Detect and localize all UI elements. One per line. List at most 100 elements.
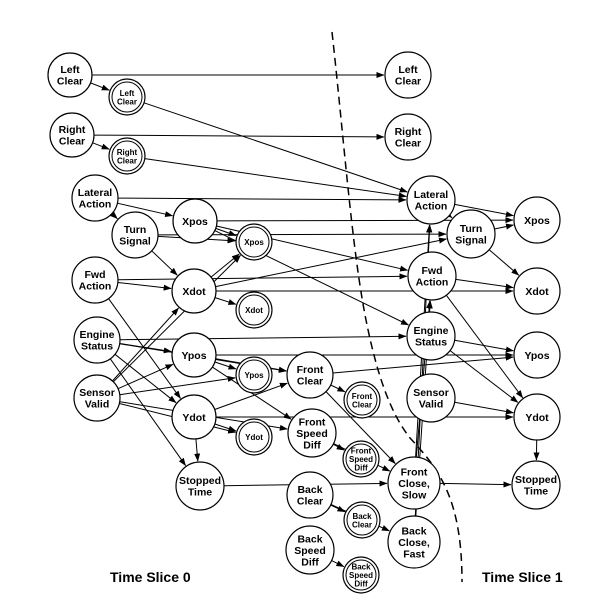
edge-front-close-slow-1-to-stopped-time-1 [439,481,512,488]
edge-ydot-0-to-stopped-time-0 [194,438,201,462]
node-ypos-obs-label: Ypos [244,371,264,380]
edge-fwd-action-1-to-ydot-1 [445,294,524,399]
node-ypos-0-label: Ypos [181,350,206,362]
edge-turn-signal-0-to-xdot-0 [151,250,178,276]
node-xpos-1-label: Xpos [524,215,550,227]
node-xdot-1: Xdot [513,267,561,315]
edge-xdot-0-to-turn-signal-1 [215,237,447,288]
node-xpos-1: Xpos [513,196,561,244]
node-xpos-0: Xpos [172,198,218,244]
edge-sensor-valid-0-to-xpos-obs [112,255,241,383]
time-slice-0-label: Time Slice 0 [110,569,191,585]
edge-front-speed-diff-0-to-front-speed-diff-obs [332,443,345,451]
edge-sensor-valid-0-to-ypos-obs [119,375,236,396]
edge-engine-status-1-to-ypos-1 [454,339,514,353]
node-xpos-obs: Xpos [235,223,273,261]
time-slice-divider [331,31,463,583]
edge-left-clear-0-to-left-clear-obs [90,82,110,91]
node-xdot-obs-label: Xdot [245,306,263,315]
edge-sensor-valid-0-to-ypos-0 [117,363,174,390]
node-xpos-0-label: Xpos [182,216,208,228]
edge-engine-status-0-to-engine-status-1 [119,333,407,341]
node-xdot-obs: Xdot [235,291,273,329]
node-ypos-1: Ypos [513,331,561,379]
edge-engine-status-0-to-ydot-0 [114,353,177,404]
edge-xdot-0-to-xdot-obs [214,297,237,305]
node-ydot-0-label: Ydot [182,412,206,424]
edge-front-clear-0-to-front-clear-obs [330,384,346,393]
edge-lateral-action-1-to-xpos-1 [454,203,514,218]
node-xdot-0-label: Xdot [182,286,206,298]
edge-fwd-action-0-to-xdot-0 [117,282,172,291]
edge-xdot-0-to-xpos-obs [210,253,240,278]
node-ypos-1-label: Ypos [524,350,549,362]
edge-back-clear-0-to-back-clear-obs [330,504,346,513]
edge-fwd-action-0-to-fwd-action-1 [117,273,408,281]
edge-fwd-action-0-to-ydot-0 [108,298,181,399]
node-xpos-obs-label: Xpos [244,238,264,247]
edge-right-clear-obs-to-lateral-action-1 [144,158,407,199]
node-ydot-obs-label: Ydot [245,433,263,442]
edge-lateral-action-0-to-lateral-action-1 [117,196,407,203]
edge-ydot-0-to-ydot-obs [214,423,237,432]
edge-ypos-0-to-ypos-obs [214,361,237,370]
edge-back-speed-diff-0-to-back-speed-diff-obs [331,560,345,568]
node-ydot-obs: Ydot [235,418,273,456]
edge-left-clear-obs-to-lateral-action-1 [143,102,408,193]
edge-turn-signal-1-to-xpos-1 [494,223,514,230]
time-slice-1-label: Time Slice 1 [482,569,563,585]
edge-engine-status-0-to-stopped-time-0 [109,358,187,467]
node-ydot-1: Ydot [513,393,561,441]
edge-lateral-action-0-to-xpos-0 [117,202,174,218]
node-xdot-0: Xdot [171,268,217,314]
node-xdot-1-label: Xdot [525,286,549,298]
node-ypos-0: Ypos [171,332,217,378]
node-ydot-0: Ydot [171,394,217,440]
edge-lateral-action-0-to-turn-signal-0 [109,211,118,220]
edge-ydot-0-to-front-clear-0 [214,382,288,410]
edge-turn-signal-1-to-xdot-1 [488,249,520,276]
